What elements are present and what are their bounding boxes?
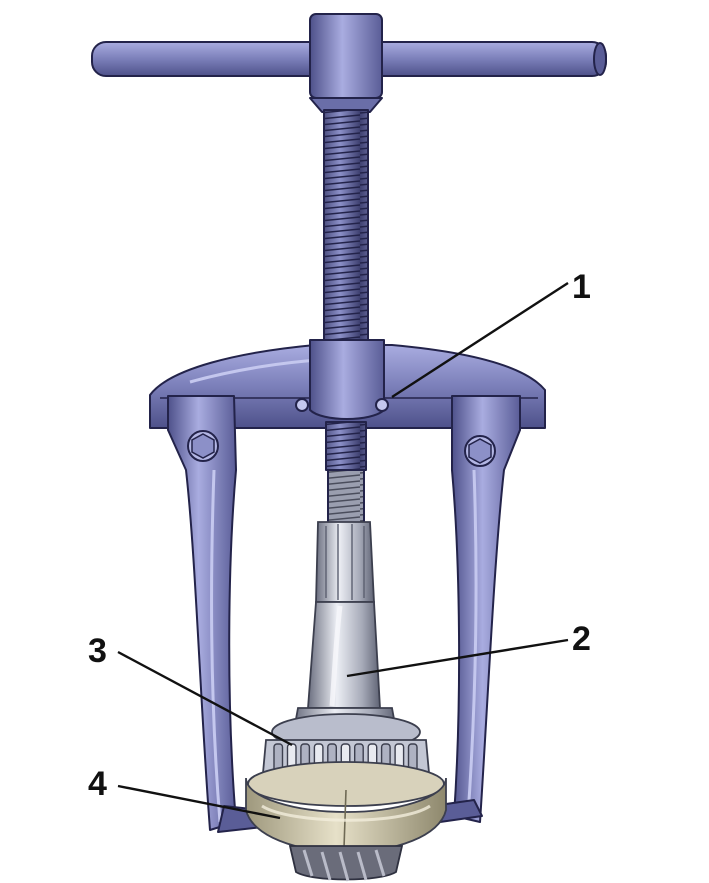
callout-number-4: 4 <box>88 765 107 803</box>
callout-1: 1 <box>391 268 591 399</box>
puller-tool-icon <box>91 13 607 833</box>
splined-shaft-end <box>315 521 375 603</box>
callout-4: 4 <box>88 765 281 820</box>
yoke-nut <box>309 339 385 420</box>
gear-icon <box>288 845 404 882</box>
right-jaw-bolt-icon <box>464 435 496 467</box>
callout-number-3: 3 <box>88 632 107 670</box>
t-handle-block <box>309 13 383 99</box>
leader-line-4 <box>117 784 281 820</box>
callout-2: 2 <box>346 620 591 678</box>
tapered-shaft <box>307 601 381 709</box>
callout-3: 3 <box>88 632 293 747</box>
leader-line-1 <box>391 281 569 399</box>
callout-number-1: 1 <box>572 268 591 306</box>
threaded-spindle <box>323 109 369 351</box>
pinion-gear <box>288 845 404 881</box>
leader-line-2 <box>346 638 569 678</box>
right-jaw[interactable] <box>451 395 521 823</box>
inner-race-icon <box>245 761 447 853</box>
left-jaw-bolt-icon <box>187 430 219 462</box>
shaft-icon <box>292 521 398 731</box>
leader-line-3 <box>117 650 293 747</box>
callout-number-2: 2 <box>572 620 591 658</box>
